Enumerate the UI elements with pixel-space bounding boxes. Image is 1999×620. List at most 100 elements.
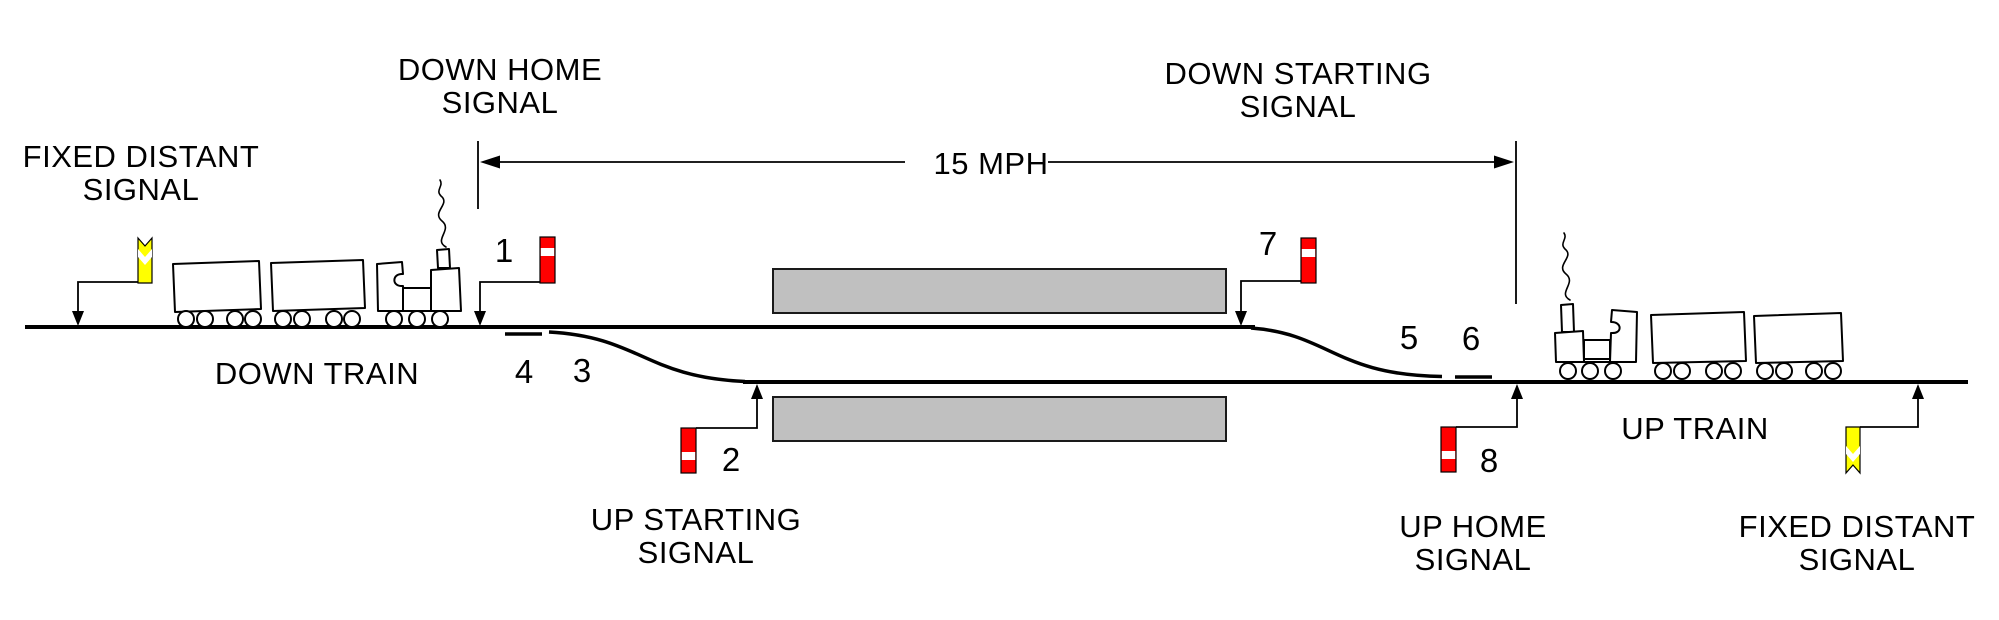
down-train-sketch	[172, 179, 462, 328]
number-right-loop-curve: 5	[1399, 319, 1419, 356]
signal-white-band	[1301, 249, 1316, 257]
smoke-squiggle	[437, 179, 447, 248]
stop-signal-arm-icon	[539, 236, 556, 284]
speed-limit-dimension	[477, 141, 1517, 304]
dimension-arrowhead-right	[1494, 155, 1514, 169]
label-line: SIGNAL	[1414, 542, 1532, 577]
signal-white-band	[540, 248, 555, 256]
locomotive-body	[402, 287, 432, 312]
wheel	[1654, 362, 1672, 380]
wheel	[196, 310, 214, 328]
wheel	[325, 310, 343, 328]
stop-signal-arm-icon	[1440, 426, 1457, 473]
up-train-wagon	[1650, 311, 1747, 364]
label-line: UP TRAIN	[1621, 411, 1769, 446]
wheel	[343, 310, 361, 328]
wheel	[226, 310, 244, 328]
left-loop-curve	[548, 330, 746, 384]
signal-pointer-line	[696, 399, 758, 429]
number-left-points-blade: 4	[514, 353, 534, 390]
locomotive-cab	[1609, 309, 1638, 363]
label-line: DOWN TRAIN	[214, 356, 420, 391]
wheel	[1805, 362, 1823, 380]
label-line: DOWN HOME	[397, 52, 603, 87]
dimension-arrowhead-left	[480, 155, 500, 169]
label-fixed-distant-right: FIXED DISTANT SIGNAL	[1697, 510, 1999, 576]
distant-signal-arm-icon	[1845, 426, 1861, 475]
number-left-loop-curve: 3	[572, 352, 592, 389]
number-up-home-signal: 8	[1479, 442, 1499, 479]
label-up-home-signal: UP HOME SIGNAL	[1313, 510, 1633, 576]
locomotive-chimney	[436, 248, 451, 269]
up-train-wagon	[1753, 312, 1844, 364]
wheel	[244, 310, 262, 328]
locomotive-chimney	[1560, 303, 1575, 333]
locomotive-boiler	[430, 267, 462, 312]
label-down-starting-signal: DOWN STARTING SIGNAL	[1138, 57, 1458, 123]
signal-white-band	[681, 452, 696, 460]
label-line: UP STARTING	[590, 502, 802, 537]
up-home-signal	[1440, 384, 1523, 473]
signal-pointer-line	[479, 281, 540, 311]
signal-white-band	[1441, 451, 1456, 459]
up-arrowhead	[1511, 384, 1523, 399]
label-up-starting-signal: UP STARTING SIGNAL	[536, 503, 856, 569]
stop-signal-arm-icon	[680, 427, 697, 474]
wheel	[1756, 362, 1774, 380]
down-side-platform	[772, 396, 1227, 442]
label-line: SIGNAL	[1239, 89, 1357, 124]
number-down-home-signal: 1	[494, 232, 514, 269]
label-line: 15 MPH	[933, 146, 1049, 181]
wheel	[1724, 362, 1742, 380]
wheel	[293, 310, 311, 328]
label-line: FIXED DISTANT	[1738, 509, 1976, 544]
wheel	[274, 310, 292, 328]
wheel	[1775, 362, 1793, 380]
up-arrowhead	[1912, 384, 1924, 399]
locomotive-boiler	[1554, 330, 1585, 363]
down-arrowhead	[72, 311, 84, 326]
label-line: DOWN STARTING	[1164, 56, 1432, 91]
number-right-points-blade: 6	[1461, 320, 1481, 357]
signal-pointer-line	[1240, 280, 1301, 311]
label-line: SIGNAL	[441, 85, 559, 120]
down-home-signal	[474, 236, 556, 326]
up-arrowhead	[751, 384, 763, 399]
fixed-distant-signal-left	[72, 236, 153, 326]
down-arrowhead	[474, 311, 486, 326]
signal-pointer-line	[1456, 399, 1518, 428]
wheel	[408, 310, 426, 328]
label-line: SIGNAL	[637, 535, 755, 570]
number-up-starting-signal: 2	[721, 441, 741, 478]
label-speed-restriction: 15 MPH	[891, 147, 1091, 180]
wheel	[177, 310, 195, 328]
signal-pointer-line	[77, 281, 138, 311]
wheel	[1673, 362, 1691, 380]
wheel	[1604, 362, 1622, 380]
distant-chevron-band	[138, 249, 152, 265]
number-down-starting-signal: 7	[1258, 225, 1278, 262]
wheel	[1824, 362, 1842, 380]
label-line: UP HOME	[1399, 509, 1547, 544]
smoke-squiggle	[1561, 232, 1571, 301]
locomotive-body	[1583, 339, 1611, 363]
label-line: FIXED DISTANT	[22, 139, 260, 174]
label-line: SIGNAL	[1798, 542, 1916, 577]
stop-signal-arm-icon	[1300, 237, 1317, 284]
label-down-home-signal: DOWN HOME SIGNAL	[340, 53, 660, 119]
up-train-sketch	[1554, 232, 1844, 380]
label-down-train: DOWN TRAIN	[197, 357, 437, 390]
down-train-wagon	[270, 259, 366, 312]
up-side-platform	[772, 268, 1227, 314]
label-fixed-distant-left: FIXED DISTANT SIGNAL	[0, 140, 301, 206]
locomotive-cab	[376, 261, 405, 312]
right-loop-curve	[1250, 326, 1443, 379]
label-up-train: UP TRAIN	[1575, 412, 1815, 445]
down-arrowhead	[1235, 311, 1247, 326]
fixed-distant-signal-right	[1845, 384, 1924, 475]
up-starting-signal	[680, 384, 763, 474]
distant-chevron-band	[1846, 446, 1860, 462]
signal-pointer-line	[1860, 399, 1919, 428]
